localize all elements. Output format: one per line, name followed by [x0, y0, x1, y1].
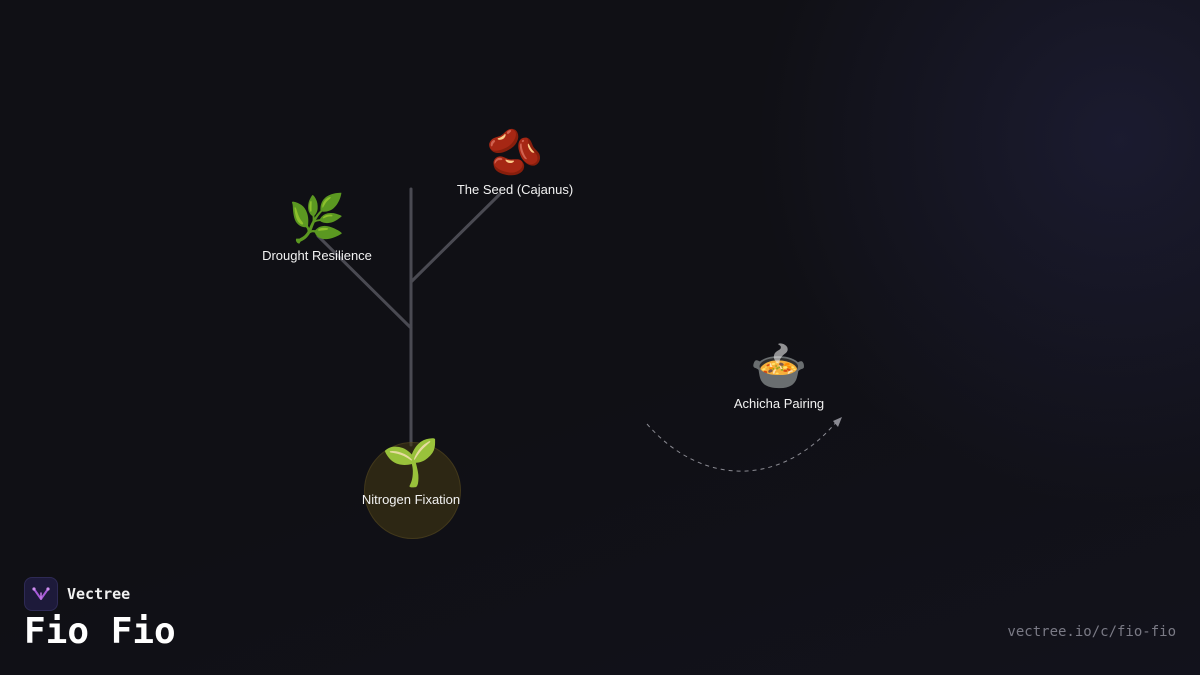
herb-icon: 🌿: [288, 192, 346, 244]
node-nitrogen-fixation[interactable]: 🌱 Nitrogen Fixation: [362, 436, 460, 507]
node-label-drought: Drought Resilience: [262, 248, 372, 263]
branch-to-drought: [316, 234, 413, 330]
branch-to-seed: [409, 192, 502, 284]
node-drought-resilience[interactable]: 🌿 Drought Resilience: [262, 192, 372, 263]
arrowhead-icon: [833, 417, 842, 427]
beans-icon: 🫘: [486, 126, 544, 178]
node-label-achicha: Achicha Pairing: [733, 396, 825, 411]
tree-branches: [316, 187, 502, 447]
root-node-highlight: [364, 442, 461, 539]
node-label-seed: The Seed (Cajanus): [456, 182, 574, 197]
brand-header: Vectree: [24, 577, 130, 611]
seedling-icon: 🌱: [382, 436, 440, 488]
brand-name: Vectree: [67, 585, 131, 603]
node-seed[interactable]: 🫘 The Seed (Cajanus): [457, 126, 573, 197]
stew-pot-icon: 🍲: [750, 340, 808, 392]
node-achicha-pairing[interactable]: 🍲 Achicha Pairing: [734, 340, 824, 411]
page-title: Fio Fio: [24, 611, 176, 652]
vectree-logo-icon: [24, 577, 58, 611]
node-label-nitrogen: Nitrogen Fixation: [361, 492, 461, 507]
dashed-connector-arrow: [646, 419, 839, 472]
share-url-link[interactable]: vectree.io/c/fio-fio: [1007, 624, 1176, 640]
